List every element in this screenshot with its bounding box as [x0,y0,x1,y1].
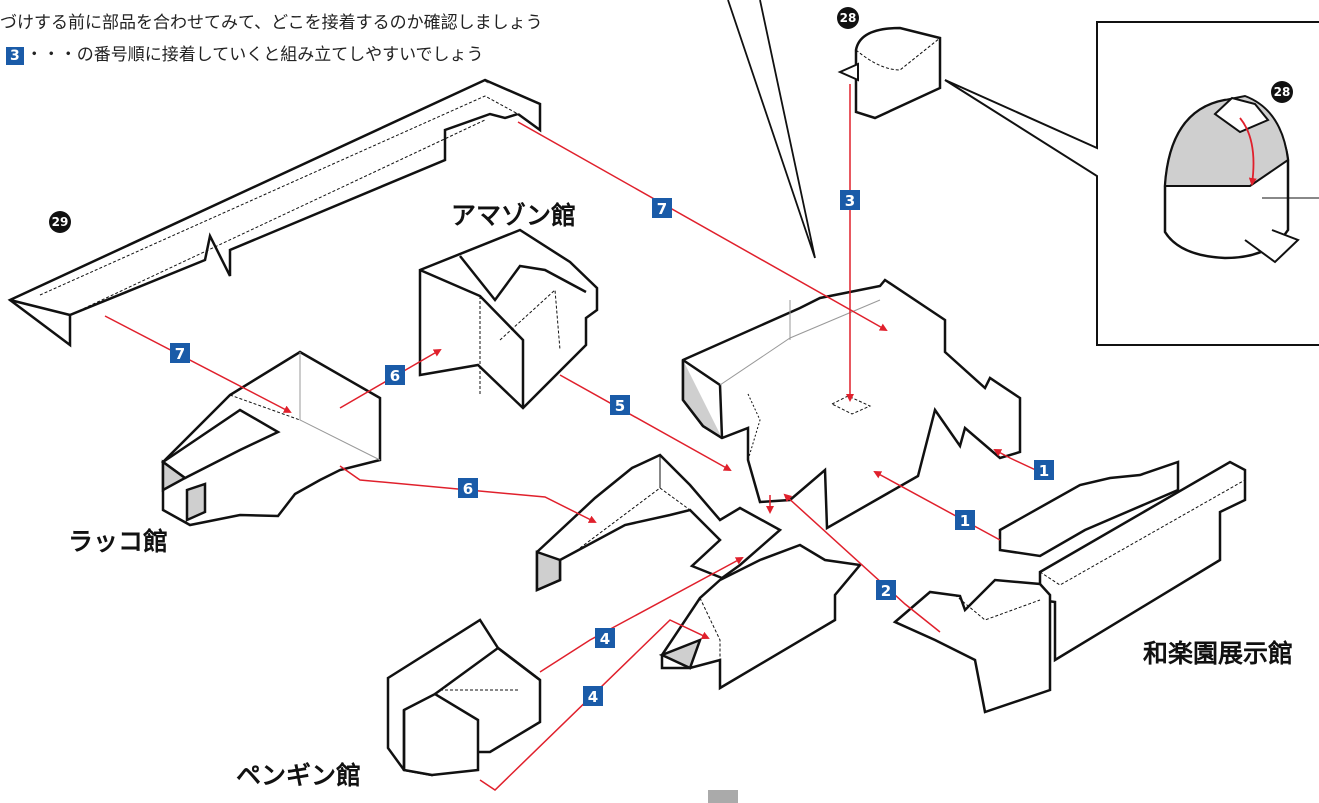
page-marker [708,790,738,803]
inset-detail-box [944,21,1319,346]
step-badge-5: 5 [610,395,630,415]
part-28-piece [837,26,942,120]
step-badge-6a: 6 [385,365,405,385]
arrow-step-7b [104,315,292,413]
step-badge-1a: 1 [1034,460,1054,480]
step-badge-2: 2 [876,580,896,600]
rakko-building-piece [160,350,382,527]
main-floor-piece [681,278,1022,531]
label-amazon-building: アマゾン館 [451,201,577,230]
instruction-line-1: づけする前に部品を合わせてみて、どこを接着するのか確認しましょう [0,13,543,33]
arrow-step-1b [873,471,1001,541]
svg-text:1: 1 [960,512,970,530]
arrow-step-6b [339,465,597,523]
svg-text:28: 28 [1274,85,1291,99]
svg-text:2: 2 [881,582,891,600]
arrow-step-4b [479,619,710,791]
step-badge-7a: 7 [652,198,672,218]
part-number-badges: 28 28 29 [49,7,1293,233]
svg-text:28: 28 [840,11,857,25]
part-badge-28-inset: 28 [1271,81,1293,103]
step-badge-7b: 7 [170,343,190,363]
svg-text:29: 29 [52,215,69,229]
step-badge-4a: 4 [595,628,615,648]
arrow-step-4a [539,557,744,673]
svg-text:4: 4 [588,688,598,706]
step-badge-3: 3 [840,190,860,210]
step-badge-4b: 4 [583,686,603,706]
amazon-building-piece [418,228,599,410]
svg-text:6: 6 [390,367,400,385]
label-rakko-building: ラッコ館 [68,527,169,556]
penguin-building-piece [386,618,542,777]
arrow-step-2 [783,493,941,633]
svg-text:7: 7 [175,345,185,363]
lower-center-piece [535,453,863,691]
step-badges: 7 3 7 6 5 6 1 1 2 4 4 [170,190,1054,706]
arrow-step-5 [559,374,732,471]
svg-text:1: 1 [1039,462,1049,480]
arrow-step-7a [517,121,888,331]
assembly-arrows [104,84,1041,791]
instruction-line-2: 3・・・の番号順に接着していくと組み立てしやすいでしょう [6,40,484,65]
part-badge-28-small: 28 [837,7,859,29]
svg-text:7: 7 [657,200,667,218]
step-badge-1b: 1 [955,510,975,530]
arrow-step-1a [993,449,1041,473]
svg-text:4: 4 [600,630,610,648]
svg-text:3: 3 [845,192,855,210]
label-penguin-building: ペンギン館 [236,761,362,790]
part-badge-29: 29 [49,211,71,233]
svg-text:5: 5 [615,397,625,415]
instruction-line-2-text: ・・・の番号順に接着していくと組み立てしやすいでしょう [25,45,484,65]
part-29-long-roof [7,78,542,348]
svg-text:6: 6 [463,480,473,498]
label-waraku-building: 和楽園展示館 [1143,639,1294,668]
step-badge-6b: 6 [458,478,478,498]
inline-step-badge: 3 [6,47,24,65]
waraku-building-piece [892,460,1247,714]
callout-lines-top [727,0,816,259]
